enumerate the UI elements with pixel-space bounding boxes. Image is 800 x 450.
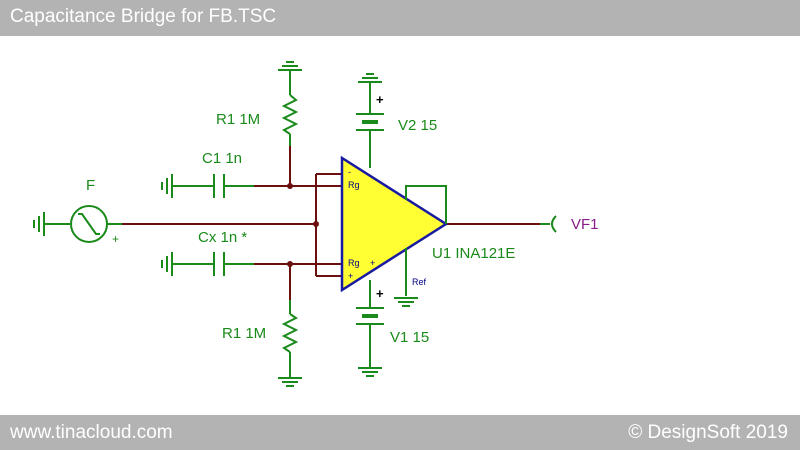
resistor-r1-bottom[interactable] [281,300,299,378]
circuit-wires [122,146,540,300]
source-plus-sign: + [112,232,119,246]
ground-symbol-source [33,212,45,236]
ground-symbol-v2 [358,73,382,83]
amp-pin-rg-bottom: Rg [348,258,360,268]
r1-bottom-label: R1 1M [222,325,266,342]
instrumentation-amplifier-u1[interactable] [340,150,449,300]
ground-symbol-ref [394,297,418,307]
ground-symbol-bottom [278,377,302,387]
capacitor-c1[interactable] [172,174,254,198]
amp-pin-minus: - [348,167,351,177]
battery-v1[interactable] [356,300,384,368]
amp-label: U1 INA121E [432,245,515,262]
amp-pin-rg-top: Rg [348,180,360,190]
output-terminal-vf1[interactable] [540,215,557,233]
tinacloud-link[interactable]: www.tinacloud.com [10,422,173,443]
cx-label: Cx 1n * [198,229,247,246]
schematic-diagram: R1 1M R1 1M C1 1n Cx 1n * [33,61,599,387]
ground-symbol-c1 [161,174,173,198]
ground-symbol-v1 [358,367,382,377]
copyright-text: © DesignSoft 2019 [628,422,788,443]
capacitor-cx[interactable] [172,252,254,276]
source-label: F [86,177,95,194]
footer-bar: www.tinacloud.com © DesignSoft 2019 [0,415,800,450]
v1-label: V1 15 [390,329,429,346]
amp-pin-plus-in: + [348,271,353,281]
ground-symbol-cx [161,252,173,276]
ground-symbol-top [278,61,302,71]
r1-top-label: R1 1M [216,111,260,128]
page-title: Capacitance Bridge for FB.TSC [10,6,277,27]
output-label: VF1 [571,216,599,233]
battery-v2[interactable] [356,82,384,150]
resistor-r1-top[interactable] [281,70,299,146]
signal-generator-f[interactable] [44,205,122,243]
title-bar: Capacitance Bridge for FB.TSC [0,0,800,36]
v2-label: V2 15 [398,117,437,134]
v1-plus-sign: + [376,286,384,301]
junction-dots [287,183,319,267]
c1-label: C1 1n [202,150,242,167]
v2-plus-sign: + [376,92,384,107]
amp-pin-ref: Ref [412,277,427,287]
amp-pin-plus-out: + [370,258,375,268]
